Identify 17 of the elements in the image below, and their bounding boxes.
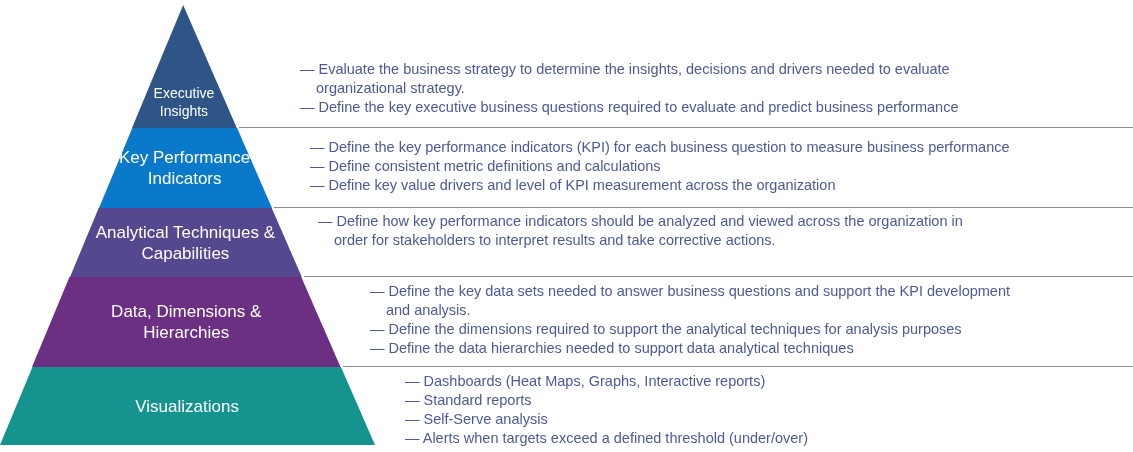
- tier-title: Visualizations: [134, 395, 240, 417]
- bullet-text: — Self-Serve analysis: [405, 410, 549, 429]
- bullet-text: — Define the dimensions required to support the analytical techniques for analysis purposes: [370, 320, 963, 339]
- bullet-text: — Define the key performance indicators (KPI) for each business question to measure business performance: [310, 138, 1011, 157]
- bullet-text: — Define the data hierarchies needed to support data analytical techniques: [370, 339, 855, 358]
- bullet-text: — Define key value drivers and level of KPI measurement across the organization: [310, 176, 837, 195]
- bullet-text: — Define consistent metric definitions and calculations: [310, 157, 662, 176]
- bullet-text: — Standard reports: [405, 391, 533, 410]
- bullet-text: — Alerts when targets exceed a defined threshold (under/over): [405, 429, 809, 448]
- tier-title: Executive Insights: [152, 84, 216, 121]
- bullet-text: — Define the key data sets needed to answer business questions and support the KPI development and analysis.: [370, 282, 1010, 320]
- tier-title: Data, Dimensions & Hierarchies: [110, 301, 263, 343]
- bullet-text: — Define the key executive business questions required to evaluate and predict business performance: [300, 98, 960, 117]
- bullet-text: — Define how key performance indicators should be analyzed and viewed across the organization in order for stakeholders to interpret results and take corrective actions.: [318, 212, 964, 250]
- tier-title: Analytical Techniques & Capabilities: [94, 221, 277, 264]
- bullet-text: — Evaluate the business strategy to determine the insights, decisions and drivers needed to evaluate organizational strategy.: [300, 60, 951, 98]
- bullet-text: — Dashboards (Heat Maps, Graphs, Interactive reports): [405, 372, 767, 391]
